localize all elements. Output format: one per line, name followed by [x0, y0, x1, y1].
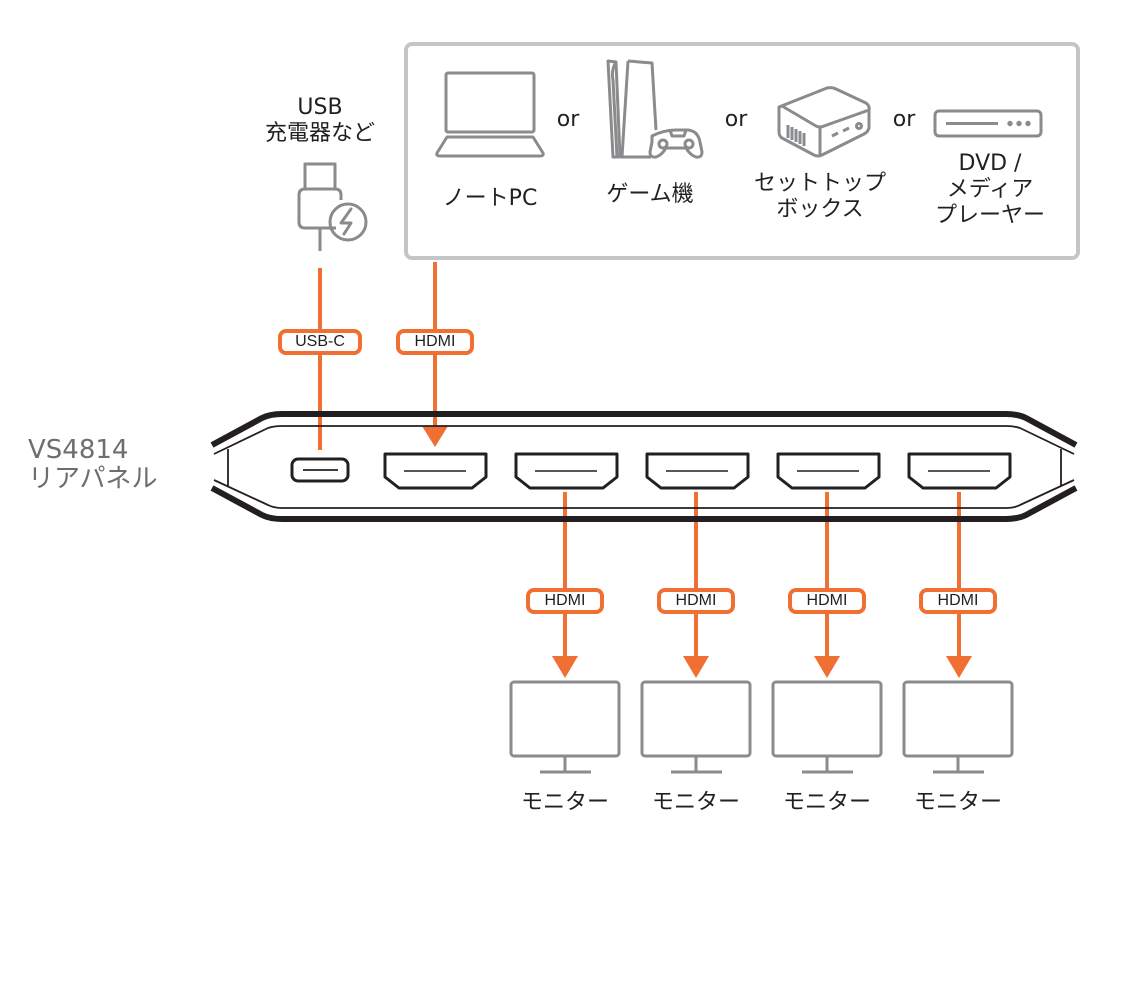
usb-c-port: [290, 457, 350, 483]
hdmi-ports: [383, 452, 1012, 490]
monitor-label: モニター: [782, 790, 871, 815]
monitor-label: モニター: [520, 790, 609, 815]
arrow-down-icon: [946, 656, 972, 678]
arrow-down-icon: [422, 426, 448, 447]
hdmi-port-out-4: [907, 452, 1012, 490]
or-separator: or: [892, 107, 916, 132]
monitor-icon: [771, 680, 883, 774]
monitor-icon: [509, 680, 621, 774]
set-top-box-icon: [777, 86, 871, 158]
hdmi-port-out-2: [645, 452, 750, 490]
cable-label-hdmi-output-1: HDMI: [526, 588, 604, 614]
source-label-game-console: ゲーム機: [606, 182, 694, 207]
cable-label-hdmi-input: HDMI: [396, 329, 474, 355]
arrow-down-icon: [683, 656, 709, 678]
device-label: VS4814 リアパネル: [28, 435, 158, 494]
usb-charger-icon: [297, 162, 368, 251]
monitor-icon: [640, 680, 752, 774]
device-rear-panel: [210, 411, 1078, 522]
or-separator: or: [556, 107, 580, 132]
cable-label-hdmi-output-3: HDMI: [788, 588, 866, 614]
arrow-down-icon: [814, 656, 840, 678]
monitors: [509, 680, 1014, 774]
game-console-icon: [606, 59, 704, 159]
monitor-label: モニター: [651, 790, 740, 815]
hdmi-port-in: [383, 452, 488, 490]
cable-label-hdmi-output-4: HDMI: [919, 588, 997, 614]
or-separator: or: [724, 107, 748, 132]
monitor-icon: [902, 680, 1014, 774]
media-player-icon: [933, 109, 1043, 138]
hdmi-port-out-3: [776, 452, 881, 490]
arrow-down-icon: [552, 656, 578, 678]
monitor-label: モニター: [913, 790, 1002, 815]
source-label-media-player: DVD / メディア プレーヤー: [934, 151, 1045, 228]
cable-label-hdmi-output-2: HDMI: [657, 588, 735, 614]
source-group-box: [404, 42, 1080, 260]
hdmi-port-out-1: [514, 452, 619, 490]
arrowheads: [422, 426, 972, 678]
source-label-set-top-box: セットトップ ボックス: [753, 171, 886, 222]
laptop-icon: [435, 71, 545, 158]
cable-label-usb-c: USB-C: [278, 329, 362, 355]
usb-charger-label: USB 充電器など: [264, 95, 375, 146]
source-label-laptop: ノートPC: [442, 186, 538, 211]
